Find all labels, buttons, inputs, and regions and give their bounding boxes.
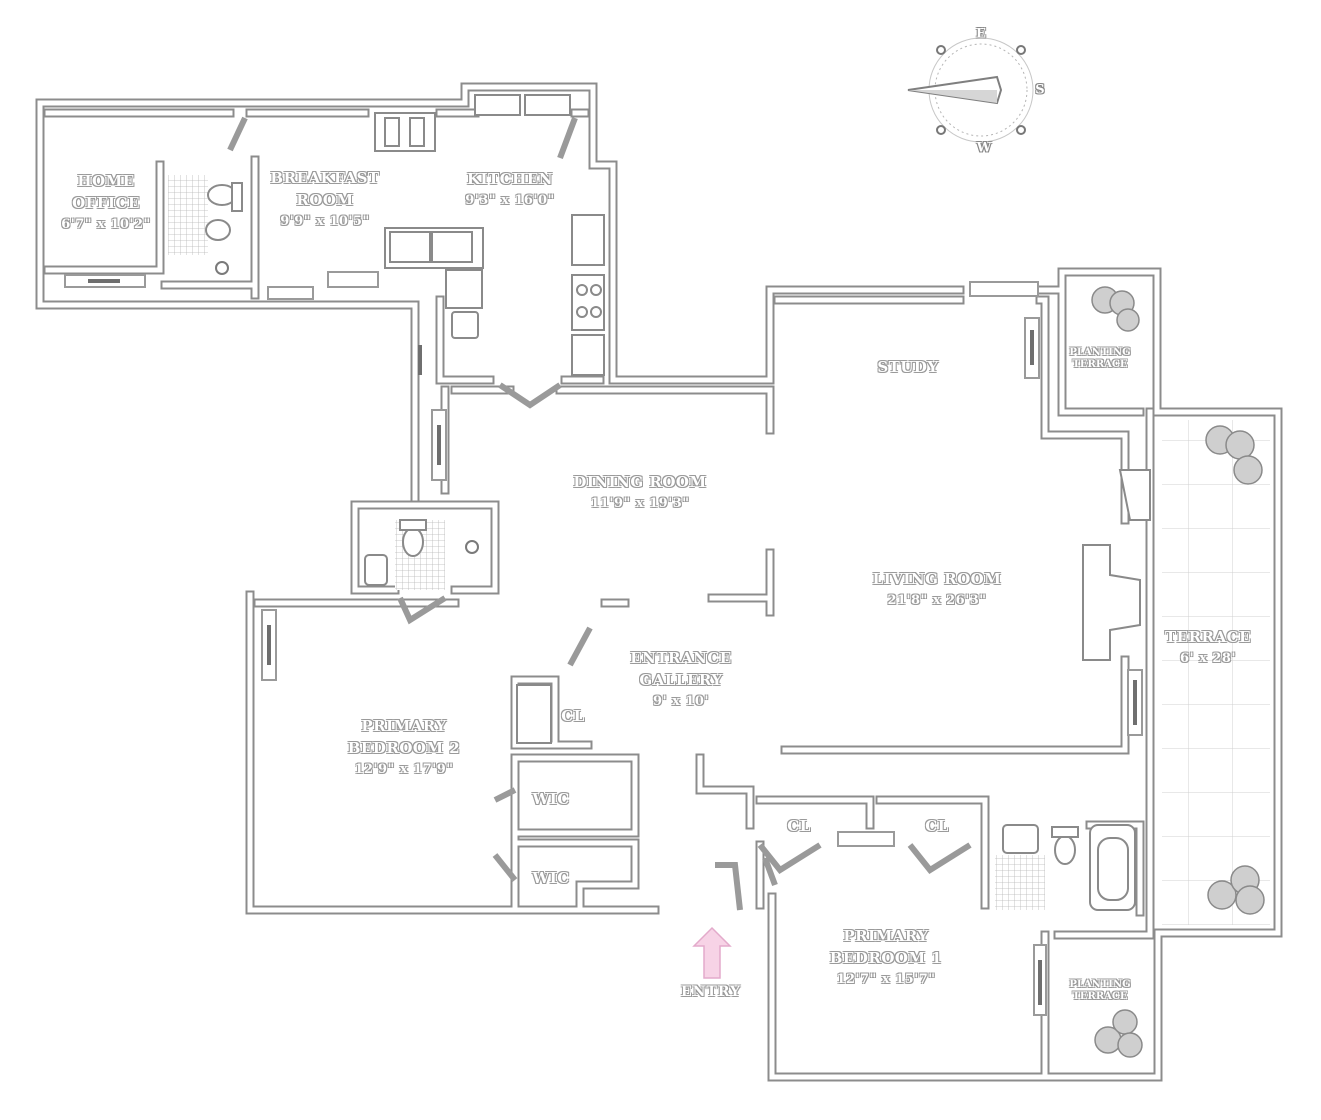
room-label-closet-b: CL	[925, 815, 949, 837]
room-label-closet-bed2: CL	[561, 705, 585, 727]
room-label-wic-1: WIC	[532, 788, 569, 810]
gallery-name-line1: ENTRANCE	[630, 649, 732, 667]
breakfast-name-line1: BREAKFAST	[270, 169, 380, 187]
room-label-kitchen: KITCHEN 9'3" x 16'0"	[465, 168, 555, 212]
living-name: LIVING ROOM	[872, 570, 1002, 588]
windows	[64, 271, 1143, 1016]
home-office-name-line1: HOME	[77, 172, 135, 190]
entry-label: ENTRY	[680, 984, 742, 1000]
bed2-name-line1: PRIMARY	[361, 717, 447, 735]
room-label-planting-terrace-top: PLANTING TERRACE	[1069, 347, 1130, 371]
bed1-name-line1: PRIMARY	[843, 927, 929, 945]
entry-arrow-icon	[692, 926, 732, 979]
room-label-home-office: HOME OFFICE 6'7" x 10'2"	[61, 170, 151, 236]
compass-label-top: E	[976, 26, 986, 42]
room-label-dining: DINING ROOM 11'9" x 19'3"	[573, 471, 706, 515]
room-label-planting-terrace-bottom: PLANTING TERRACE	[1069, 979, 1130, 1003]
living-dims: 21'8" x 26'3"	[887, 593, 987, 608]
door-swings	[227, 116, 972, 911]
room-label-closet-a: CL	[787, 815, 811, 837]
room-label-entrance-gallery: ENTRANCE GALLERY 9' x 10'	[630, 647, 732, 713]
terrace-dims: 6' x 28'	[1180, 651, 1236, 666]
planting-bottom-line2: TERRACE	[1072, 991, 1128, 1002]
room-label-terrace: TERRACE 6' x 28'	[1165, 626, 1251, 670]
breakfast-name-line2: ROOM	[296, 191, 354, 209]
gallery-dims: 9' x 10'	[653, 694, 709, 709]
window-cores	[88, 279, 1137, 1005]
breakfast-dims: 9'9" x 10'5"	[280, 214, 370, 229]
room-label-breakfast: BREAKFAST ROOM 9'9" x 10'5"	[270, 167, 379, 233]
closet-bed2-name: CL	[561, 707, 585, 725]
fixtures	[205, 94, 1151, 911]
room-label-study: STUDY	[877, 356, 938, 378]
planting-top-line1: PLANTING	[1069, 347, 1131, 358]
bed1-name-line2: BEDROOM 1	[829, 949, 943, 967]
planting-bottom-line1: PLANTING	[1069, 979, 1131, 990]
room-label-primary-bedroom-2: PRIMARY BEDROOM 2 12'9" x 17'9"	[348, 715, 460, 781]
terrace-deck	[1162, 420, 1270, 925]
shower-drains	[215, 261, 479, 554]
kitchen-name: KITCHEN	[467, 170, 553, 188]
planting-top-line2: TERRACE	[1072, 359, 1128, 370]
study-name: STUDY	[877, 358, 939, 376]
dining-dims: 11'9" x 19'3"	[590, 496, 690, 511]
home-office-dims: 6'7" x 10'2"	[61, 217, 151, 232]
home-office-name-line2: OFFICE	[72, 194, 140, 212]
dining-name: DINING ROOM	[573, 473, 707, 491]
closet-b-name: CL	[925, 817, 949, 835]
tile-floors	[168, 175, 1045, 910]
kitchen-dims: 9'3" x 16'0"	[465, 193, 555, 208]
wic2-name: WIC	[532, 869, 570, 887]
plants	[1091, 286, 1265, 1058]
bed2-name-line2: BEDROOM 2	[347, 739, 461, 757]
compass-label-bottom: W	[976, 140, 992, 156]
room-label-living: LIVING ROOM 21'8" x 26'3"	[873, 568, 1002, 612]
bed1-dims: 12'7" x 15'7"	[836, 972, 936, 987]
room-label-primary-bedroom-1: PRIMARY BEDROOM 1 12'7" x 15'7"	[830, 925, 942, 991]
gallery-name-line2: GALLERY	[639, 671, 723, 689]
wic1-name: WIC	[532, 790, 570, 808]
terrace-name: TERRACE	[1164, 628, 1252, 646]
compass	[907, 37, 1034, 143]
room-label-wic-2: WIC	[532, 867, 569, 889]
closet-a-name: CL	[787, 817, 811, 835]
bed2-dims: 12'9" x 17'9"	[354, 762, 454, 777]
compass-label-right: S	[1035, 82, 1045, 98]
